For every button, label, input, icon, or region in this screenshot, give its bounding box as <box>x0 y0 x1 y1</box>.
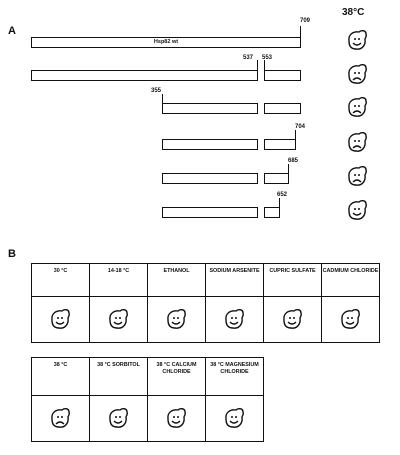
panel-b-letter: B <box>8 248 16 260</box>
temperature-header: 38°C <box>342 7 365 18</box>
tick-709 <box>300 26 301 38</box>
row2-phenotype-cell <box>147 395 206 442</box>
phenotype-happy-face <box>283 308 302 329</box>
row1-phenotype-cell <box>263 296 322 343</box>
row1-condition-label: 14-18 °C <box>89 263 148 297</box>
phenotype-happy-face <box>341 308 360 329</box>
position-label-652: 652 <box>277 192 288 198</box>
row1-condition-label: 30 °C <box>31 263 90 297</box>
phenotype-happy-face <box>348 29 367 50</box>
construct-bar-553-652 <box>264 207 280 218</box>
construct-bar-n-537 <box>31 70 258 81</box>
construct-bar-355-537-d <box>162 173 258 184</box>
tick-652 <box>279 198 280 208</box>
phenotype-sad-face <box>51 407 70 428</box>
construct-bar-553-704 <box>264 139 296 150</box>
row2-phenotype-cell <box>89 395 148 442</box>
phenotype-sad-face <box>348 63 367 84</box>
phenotype-happy-face <box>167 407 186 428</box>
construct-bar-355-537-c <box>162 139 258 150</box>
tick-685 <box>288 164 289 174</box>
phenotype-happy-face <box>225 308 244 329</box>
row1-condition-label: ETHANOL <box>147 263 206 297</box>
phenotype-happy-face <box>51 308 70 329</box>
position-label-553: 553 <box>262 55 273 61</box>
row1-phenotype-cell <box>321 296 380 343</box>
row2-condition-label: 38 °C SORBITOL <box>89 357 148 396</box>
construct-bar-553-709-b <box>264 103 301 114</box>
phenotype-happy-face <box>167 308 186 329</box>
phenotype-happy-face <box>109 407 128 428</box>
row1-phenotype-cell <box>89 296 148 343</box>
row2-condition-label: 38 °C MAGNESIUM CHLORIDE <box>205 357 264 396</box>
position-label-355: 355 <box>151 88 162 94</box>
row1-condition-label: CADMIUM CHLORIDE <box>321 263 380 297</box>
wt-label: Hsp82 wt <box>153 39 179 45</box>
phenotype-sad-face <box>348 165 367 186</box>
phenotype-sad-face <box>348 96 367 117</box>
construct-bar-wt <box>31 37 301 48</box>
tick-553 <box>264 60 265 71</box>
row2-phenotype-cell <box>205 395 264 442</box>
construct-bar-355-537 <box>162 103 258 114</box>
position-label-704: 704 <box>295 124 306 130</box>
tick-704 <box>295 130 296 140</box>
position-label-537: 537 <box>243 55 254 61</box>
panel-a-letter: A <box>8 25 16 37</box>
row1-condition-label: CUPRIC SULFATE <box>263 263 322 297</box>
row2-condition-label: 38 °C CALCIUM CHLORIDE <box>147 357 206 396</box>
row2-phenotype-cell <box>31 395 90 442</box>
tick-537 <box>257 60 258 71</box>
position-label-709: 709 <box>300 18 311 24</box>
phenotype-happy-face <box>225 407 244 428</box>
construct-bar-355-537-e <box>162 207 258 218</box>
phenotype-sad-face <box>348 131 367 152</box>
phenotype-happy-face <box>109 308 128 329</box>
construct-bar-553-685 <box>264 173 289 184</box>
row1-condition-label: SODIUM ARSENITE <box>205 263 264 297</box>
construct-bar-553-709 <box>264 70 301 81</box>
phenotype-happy-face <box>348 199 367 220</box>
row2-condition-label: 38 °C <box>31 357 90 396</box>
position-label-685: 685 <box>288 158 299 164</box>
tick-355 <box>162 94 163 104</box>
